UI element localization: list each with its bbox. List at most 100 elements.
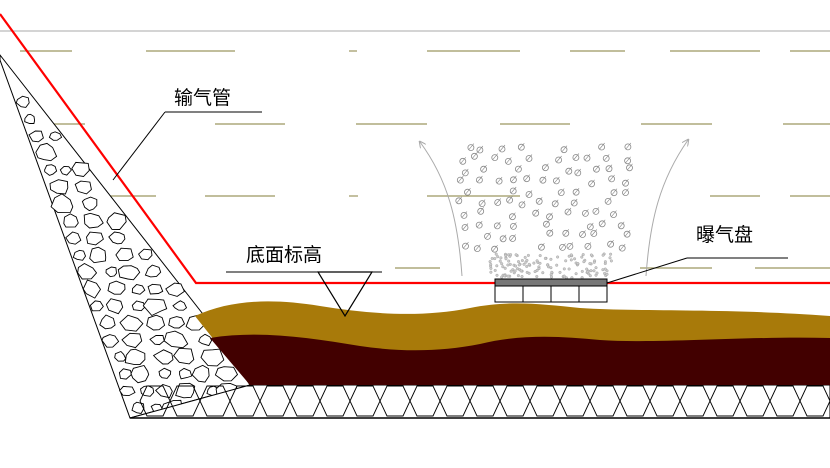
- bubble-tail: [588, 222, 594, 230]
- bubble-tail: [565, 207, 572, 215]
- bubble: [546, 213, 553, 221]
- gravel-stone: [158, 367, 172, 379]
- fine-bubble: [581, 253, 585, 257]
- bubble: [623, 230, 631, 238]
- bubble: [461, 224, 469, 231]
- bubble: [598, 143, 605, 151]
- bubble-tail: [510, 234, 516, 241]
- gravel-stone: [89, 246, 107, 264]
- fine-bubble: [514, 264, 518, 268]
- bubble-tail: [479, 199, 486, 206]
- gravel-stone: [101, 334, 120, 348]
- bubble-tail: [526, 154, 533, 161]
- bubble: [510, 176, 517, 184]
- fine-bubble: [520, 259, 524, 263]
- bubble-tail: [475, 244, 481, 251]
- bubble-tail: [524, 174, 530, 181]
- bubble-tail: [593, 207, 600, 214]
- bubble-tail: [580, 230, 586, 237]
- bubble-tail: [533, 209, 539, 216]
- bubble: [518, 201, 526, 209]
- bubble-tail: [558, 188, 565, 195]
- fine-bubble: [569, 258, 573, 262]
- fine-bubble: [601, 268, 605, 272]
- bubble-tail: [472, 152, 478, 159]
- fine-bubble: [586, 270, 590, 274]
- bubble-tail: [510, 186, 517, 194]
- bubble-tail: [468, 143, 475, 150]
- fine-bubble: [496, 255, 500, 259]
- bubble: [509, 213, 516, 221]
- gravel-stone: [175, 382, 196, 399]
- bubble-tail: [627, 163, 633, 170]
- bubble: [464, 188, 471, 196]
- fine-bubble: [501, 265, 505, 269]
- gravel-stone: [65, 231, 82, 245]
- bubble: [555, 156, 562, 164]
- bubble-tail: [500, 234, 507, 241]
- fine-bubble: [582, 260, 586, 264]
- bubble-tail: [560, 243, 566, 250]
- fine-bubble: [527, 271, 531, 275]
- gravel-stone: [106, 212, 127, 230]
- bubble: [499, 235, 507, 243]
- gravel-stone: [48, 131, 63, 141]
- fine-bubble: [522, 262, 526, 266]
- bubble: [582, 209, 589, 217]
- fine-bubble: [562, 267, 566, 271]
- aerator-disc-label: 曝气盘: [696, 224, 753, 246]
- fine-bubble: [495, 264, 499, 268]
- fine-bubble: [588, 274, 592, 278]
- gravel-stone: [89, 300, 104, 312]
- fine-bubble: [538, 254, 542, 258]
- fine-bubble: [580, 255, 584, 259]
- bubble: [590, 230, 598, 237]
- gravel-stone: [168, 316, 186, 329]
- bubble: [604, 197, 612, 205]
- air-pipe-label: 输气管: [174, 87, 231, 109]
- gravel-stone: [131, 401, 145, 415]
- bubble-tail: [625, 156, 631, 163]
- bubble-tail: [552, 199, 559, 206]
- bubble-tail: [585, 242, 592, 249]
- bubble-tail: [599, 142, 605, 150]
- gravel-stone: [72, 249, 87, 261]
- gravel-stone: [107, 280, 126, 295]
- bubble: [584, 242, 592, 250]
- fine-bubble: [503, 266, 507, 270]
- bubble-tail: [495, 221, 501, 229]
- bubble-tail: [573, 153, 580, 160]
- bubble-tail: [492, 245, 498, 252]
- gravel-stone: [117, 265, 141, 281]
- fine-bubble: [489, 266, 493, 270]
- fine-bubble: [517, 260, 521, 264]
- bubble: [525, 155, 533, 162]
- gravel-stone: [115, 247, 134, 262]
- right-flow-arrow: [645, 140, 688, 277]
- bubble-tail: [599, 219, 606, 226]
- bubble-tail: [485, 232, 491, 239]
- gravel-stone: [155, 383, 173, 399]
- gravel-stone: [130, 364, 150, 384]
- fine-bubble: [506, 274, 510, 278]
- fine-bubble: [592, 260, 596, 264]
- fine-bubble: [517, 263, 521, 267]
- bubble: [592, 207, 600, 215]
- bubble-tail: [526, 190, 533, 197]
- bubble: [515, 165, 522, 173]
- fine-bubble: [495, 273, 499, 277]
- fine-bubble: [504, 257, 508, 261]
- bubble-tail: [611, 210, 617, 217]
- bubble-tail: [507, 195, 513, 203]
- gravel-stone: [214, 366, 239, 382]
- bubble-tail: [589, 179, 595, 186]
- fine-bubble: [503, 274, 507, 278]
- fine-bubble: [489, 262, 493, 266]
- bubble: [495, 177, 503, 185]
- bubble-tail: [506, 157, 512, 164]
- bubble-tail: [476, 220, 483, 228]
- foundation-layer: [129, 384, 830, 419]
- fine-bubble: [513, 269, 517, 273]
- bubble-tail: [519, 200, 526, 208]
